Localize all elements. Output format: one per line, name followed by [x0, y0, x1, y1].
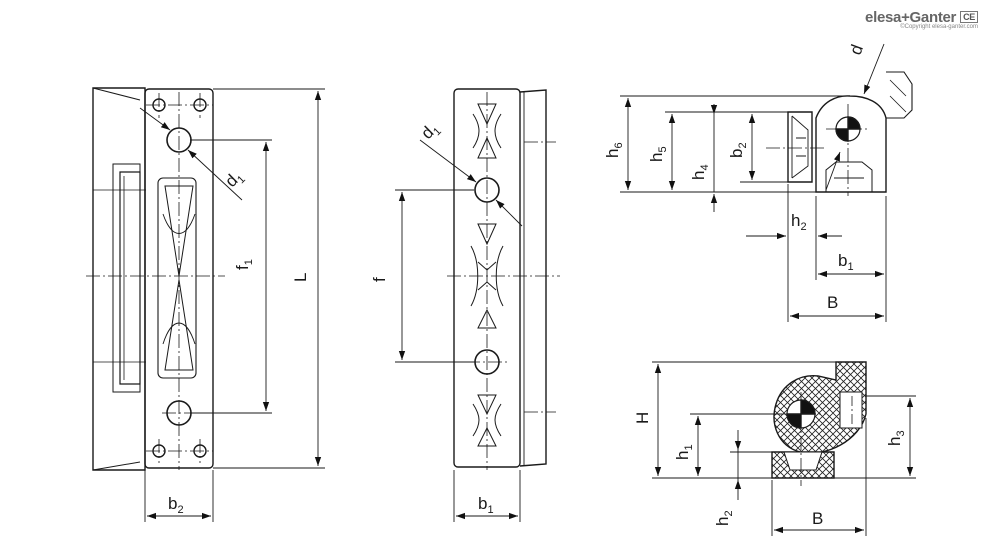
back-body-edge: [92, 87, 141, 471]
end-hinge-tab: [886, 71, 913, 119]
side-rail: [519, 89, 547, 467]
label-d1-left: d1: [221, 166, 248, 193]
slot-outline: [157, 177, 197, 379]
label-b2-bottom: b2: [168, 494, 184, 516]
dim-d1-leader-out: [187, 149, 243, 201]
section-view: [652, 361, 916, 536]
label-B-top: B: [827, 293, 838, 312]
label-h2-bottom: h2: [713, 510, 735, 526]
end-dimension-lines: [620, 43, 887, 322]
back-recess-inner: [119, 171, 141, 385]
label-h5: h5: [647, 146, 669, 162]
label-b1-side: b1: [838, 251, 854, 273]
label-h6: h6: [603, 142, 625, 158]
dim-d1-leader-in: [139, 107, 171, 131]
side-view: [395, 88, 560, 522]
dim-d1-mid-leader: [419, 139, 477, 183]
ce-badge: CE: [960, 11, 978, 23]
label-h4: h4: [689, 164, 711, 180]
front-view: [86, 87, 325, 522]
end-left-block: [787, 111, 813, 183]
label-f1: f1: [233, 259, 255, 270]
centerlines: [86, 92, 225, 470]
side-dimension-lines: [395, 139, 523, 522]
brand-name: elesa+Ganter: [865, 9, 957, 26]
back-recess: [112, 163, 141, 393]
label-d-top: d: [846, 42, 867, 57]
end-view: [620, 43, 913, 322]
label-h3: h3: [885, 430, 907, 446]
section-hinge-hatched: [773, 361, 867, 454]
dim-d-leader: [863, 43, 885, 95]
side-centerlines: [447, 92, 560, 470]
label-H: H: [633, 412, 652, 424]
dimension-lines: [139, 88, 325, 522]
end-hinge-body: [815, 95, 887, 193]
label-h1: h1: [673, 444, 695, 460]
section-dimension-lines: [652, 361, 916, 536]
label-L: L: [291, 273, 310, 282]
label-f: f: [370, 277, 389, 282]
brand-copyright: ©Copyright elesa-ganter.com: [900, 24, 978, 30]
label-B-bottom: B: [812, 509, 823, 528]
label-b2-side: b2: [727, 142, 749, 158]
back-body-outline: [92, 87, 146, 471]
label-h2-top: h2: [791, 211, 807, 233]
label-b1-bottom: b1: [478, 494, 494, 516]
